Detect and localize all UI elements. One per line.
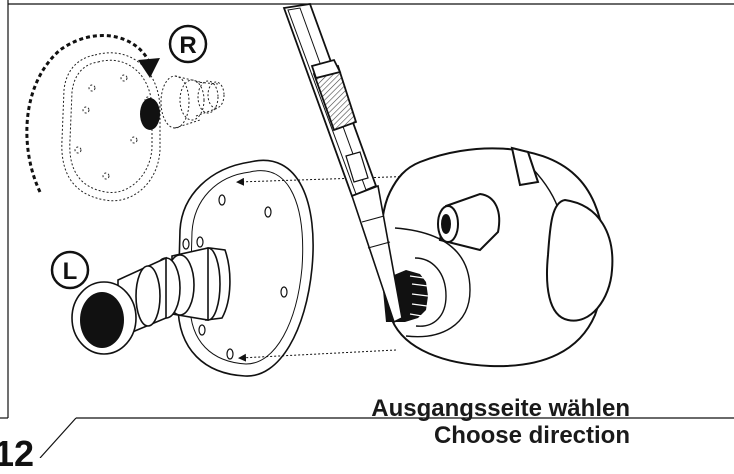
rotation-arrow [25,34,150,193]
outlet-plate-left [177,159,314,377]
outlet-opening-left [80,292,124,348]
device-body [379,146,614,368]
ghost-outlet-opening [140,98,160,130]
illustration: R L [0,0,734,458]
left-badge: L [50,250,90,290]
page-frame [0,0,734,458]
right-badge: R [168,24,208,64]
page-number: 12 [0,433,35,474]
right-badge-label: R [179,32,196,59]
utility-knife [282,2,403,324]
caption-german: Ausgangsseite wählen [371,395,630,422]
left-badge-label: L [63,258,78,285]
ghost-outlet-right [61,52,225,202]
rotation-arrow-head [138,58,160,78]
gear-teeth [409,275,429,317]
caption-english: Choose direction [433,422,630,449]
